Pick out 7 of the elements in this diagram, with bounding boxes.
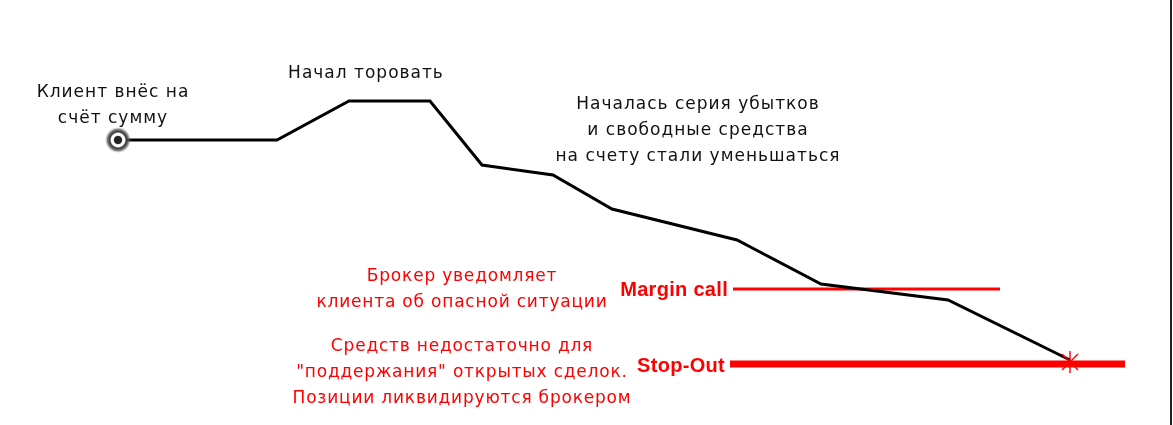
level-label: Margin call [620,277,728,302]
event-note: Клиент внёс на счёт сумму [36,80,190,129]
warning-note: Брокер уведомляет клиента об опасной ситуации [316,264,608,313]
level-label: Stop-Out [637,353,725,378]
event-note: Начал торовать [288,61,444,84]
warning-note: Средств недостаточно для "поддержания" открытых сделок. Позиции ликвидируются брокером [292,334,632,409]
event-note: Началась серия убытков и свободные средства на счету стали уменьшаться [555,92,841,167]
